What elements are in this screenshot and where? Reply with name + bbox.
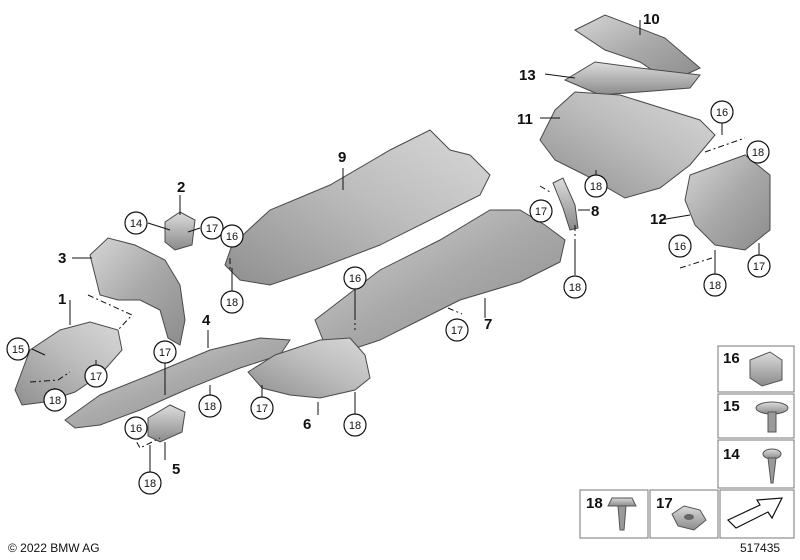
part-number: 7: [484, 316, 492, 333]
clip-nut-icon: [749, 351, 783, 387]
part-7-tunnel-shield: [314, 209, 566, 351]
callout-label: 17: [753, 261, 765, 273]
callout-label: 14: [130, 218, 142, 230]
callout-label: 15: [12, 344, 24, 356]
callout-label: 17: [90, 371, 102, 383]
part-3-front-shield: [89, 237, 186, 346]
legend-label: 18: [586, 495, 603, 512]
callout-label: 16: [716, 107, 728, 119]
callout-label: 17: [535, 206, 547, 218]
part-8-bracket: [552, 177, 579, 231]
callout-label: 16: [130, 423, 142, 435]
part-number: 12: [650, 211, 667, 228]
callout-label: 18: [590, 181, 602, 193]
arrow-icon: [726, 497, 784, 529]
legend-label: 16: [723, 350, 740, 367]
part-number: 4: [202, 312, 211, 329]
part-number: 10: [643, 11, 660, 28]
callout-label: 18: [144, 478, 156, 490]
callout-label: 18: [226, 297, 238, 309]
document-number: 517435: [740, 541, 781, 555]
hardware-legend: 16 15 14 18 17: [579, 345, 795, 539]
callouts: 15 17 18 14 17 16 18 17 18 16 18 17 18 1…: [6, 100, 771, 495]
part-number: 13: [519, 67, 536, 84]
callout-label: 18: [709, 280, 721, 292]
part-numbers: 1 2 3 4 5 6 7 8 9 10 11 12 13: [58, 11, 667, 478]
callout-label: 16: [349, 273, 361, 285]
legend-label: 15: [723, 398, 740, 415]
part-11-shield: [539, 91, 716, 199]
part-number: 6: [303, 416, 311, 433]
copyright-text: © 2022 BMW AG: [8, 541, 100, 555]
callout-label: 18: [569, 282, 581, 294]
part-number: 1: [58, 291, 66, 308]
part-number: 5: [172, 461, 180, 478]
part-1-front-shield: [14, 321, 123, 406]
callout-label: 18: [49, 395, 61, 407]
part-number: 3: [58, 250, 66, 267]
part-number: 11: [517, 111, 533, 128]
dash-dot-lines: [29, 137, 746, 449]
callout-label: 18: [204, 401, 216, 413]
part-9-tunnel-shield: [224, 129, 491, 286]
part-number: 2: [177, 179, 185, 196]
callout-label: 18: [349, 420, 361, 432]
callout-label: 17: [206, 223, 218, 235]
part-12-shield: [684, 154, 771, 251]
part-5-small-bracket: [147, 404, 186, 443]
callout-label: 17: [159, 347, 171, 359]
part-number: 9: [338, 149, 346, 166]
part-number: 8: [591, 203, 599, 220]
callout-label: 18: [752, 147, 764, 159]
legend-label: 17: [656, 495, 673, 512]
callout-label: 17: [256, 403, 268, 415]
callout-label: 16: [674, 241, 686, 253]
legend-label: 14: [723, 446, 740, 463]
hex-screw-icon: [607, 497, 637, 507]
part-6-shield: [247, 337, 371, 399]
callout-label: 17: [451, 325, 463, 337]
callout-label: 16: [226, 231, 238, 243]
